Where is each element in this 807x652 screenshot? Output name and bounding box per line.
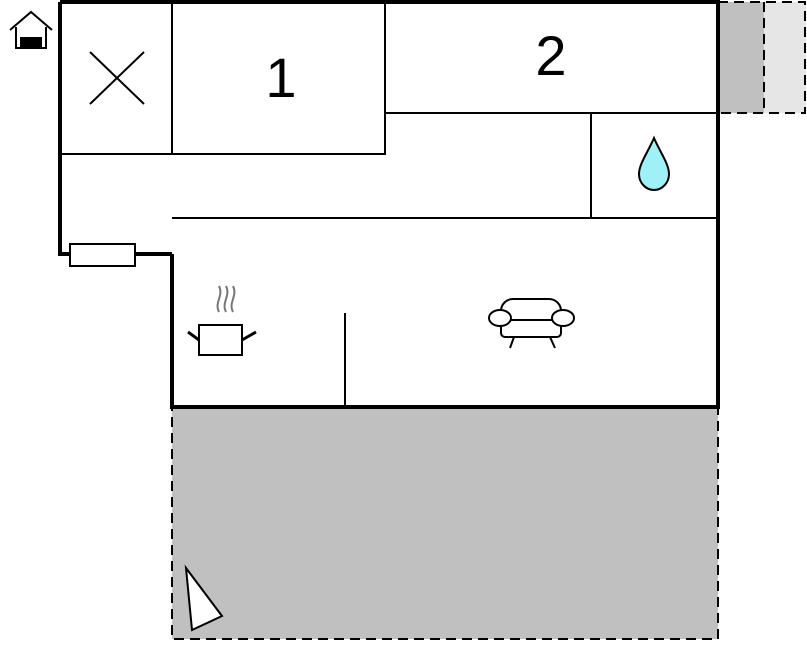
room-2-label: 2 <box>535 24 566 87</box>
north-arrow-icon <box>184 564 224 632</box>
entrance-house-icon <box>9 10 53 49</box>
balcony-light <box>764 2 806 113</box>
radiator-icon <box>69 243 136 267</box>
balcony-dark <box>718 2 764 113</box>
water-drop-icon <box>637 135 671 192</box>
cooking-pot-icon <box>187 285 257 356</box>
outer-wall-left <box>58 2 70 256</box>
interior-walls <box>60 2 718 407</box>
outer-wall <box>60 0 720 409</box>
balcony-outline <box>718 1 806 114</box>
room-1-label: 1 <box>265 46 296 109</box>
sofa-icon <box>488 298 575 349</box>
x-cross-icon <box>89 51 145 105</box>
terrace-bottom <box>171 406 719 640</box>
